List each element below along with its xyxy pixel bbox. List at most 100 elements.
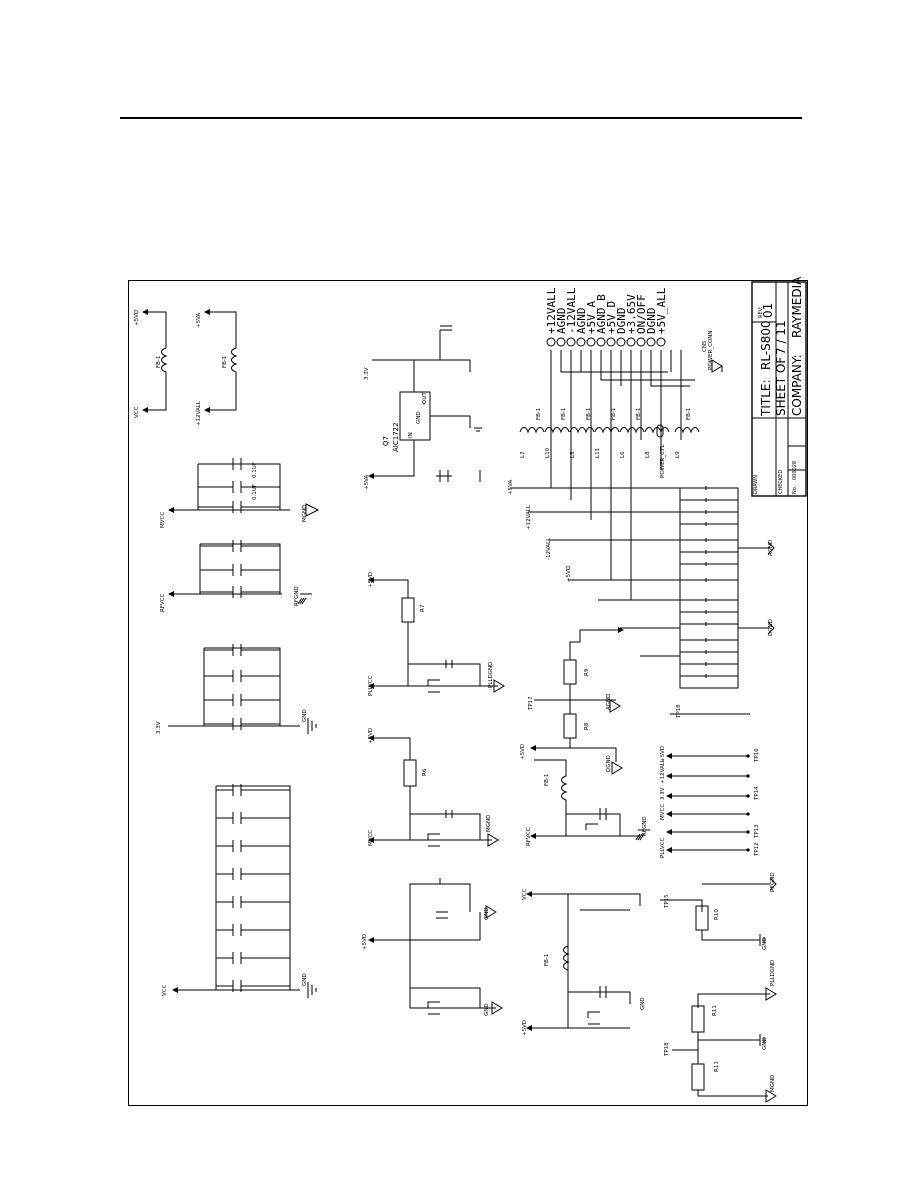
connector-pin-label: AGND_B <box>595 294 608 334</box>
inductor-l5: L5 <box>570 451 576 458</box>
title-label: TITLE: <box>759 379 773 417</box>
net-p5vd-2: +5VD <box>368 572 374 588</box>
res-r8: R8 <box>584 722 590 730</box>
checked-label: CHECKED <box>778 470 784 494</box>
net-rfgnd-2: RFGND <box>642 816 648 836</box>
connector-pin-label: ON/OFF <box>635 294 648 334</box>
rev-value: 01 <box>761 303 775 318</box>
power-connector: +12VALLAGND-12VALLAGND+5V_AAGND_B+5V_DDG… <box>545 287 723 600</box>
sheet-value: 7 / 11 <box>774 320 788 355</box>
tp-p12vall: +12VALL <box>660 758 666 784</box>
inductor-row: L7 L10 L5 L11 L6 L8 POWER_CTL L9 FB-1 FB… <box>519 408 700 478</box>
res-r9: R9 <box>584 668 590 676</box>
fb-label-3: FB-1 <box>586 408 592 420</box>
tp13: TP13 <box>754 824 760 839</box>
connector-part: POWER_CONN <box>708 330 714 370</box>
net-rfgnd-1: RFGND <box>294 586 300 606</box>
connector-pin-label: DGND <box>645 308 658 335</box>
connector-pin <box>656 337 666 347</box>
rfvcc-filter: RFVCC FB-1 RFGND <box>526 759 650 846</box>
regulator-q7: Q7 AIC1722 OUT IN GND 3.3V +5VA <box>364 325 482 490</box>
p5vd-cluster: +5VD GND GND <box>362 878 503 1016</box>
res-r11: R11 <box>714 1061 720 1072</box>
company-label: COMPANY: <box>790 354 804 416</box>
tp-3v3: 3.3V <box>660 787 666 800</box>
connector-pin <box>546 337 556 347</box>
cap-01uf-1: 0.1UF <box>252 462 258 478</box>
connector-pin <box>636 337 646 347</box>
agnd-label: AGND <box>768 540 774 556</box>
connector-pin <box>566 337 576 347</box>
connector-pin <box>616 337 626 347</box>
connector-pin <box>646 337 656 347</box>
net-rfgnd-3: RFGND <box>770 872 776 892</box>
net-mgnd-2: MGND <box>486 815 492 832</box>
net-p5vd-1: +5VD <box>134 310 140 326</box>
test-points: +5VD +12VALL 3.3V MVCC PLLVCC TP16 TP14 … <box>660 704 760 858</box>
dgnd-mid: DGND <box>606 755 612 772</box>
net-mgnd-1: MGND <box>302 505 308 522</box>
net-gnd-2: GND <box>302 973 308 986</box>
pllvcc-filter: PLLVCC +5VD PLLDGND R7 <box>368 572 505 696</box>
bank-capacitor <box>216 840 290 852</box>
net-vcc-3: VCC <box>522 888 528 900</box>
net-rfvcc-2: RFVCC <box>526 827 532 846</box>
vcc-lower-filter: VCC +5VD FB-1 GND <box>522 888 646 1036</box>
net-plldgnd-1: PLLDGND <box>488 662 494 688</box>
regulator-out: OUT <box>422 392 428 404</box>
connector-pin-label: DGND <box>615 308 628 335</box>
net-3v3-1: 3.3V <box>156 721 162 734</box>
net-gnd-5: GND <box>640 997 646 1010</box>
filter-cap-bank: AGND DGND +5VA +12VALL -12VALL +5VD <box>508 479 775 689</box>
connector-pin-label: +5V_ALL <box>655 287 668 334</box>
inductor-l10: L10 <box>545 447 551 458</box>
net-plldgnd-2: PLLDGND <box>770 960 776 986</box>
tp-bottom: TP18 <box>664 1042 670 1057</box>
tp16: TP16 <box>754 748 760 763</box>
title-value: RL-S800 <box>759 320 773 370</box>
mvcc-filter: MVCC +5VD MGND R6 <box>368 728 499 847</box>
net-p5va-reg: +5VA <box>364 474 370 490</box>
bank-capacitor <box>216 952 290 964</box>
connector-ref: CN5 <box>702 340 708 352</box>
header-rule <box>120 117 802 119</box>
regulator-in: IN <box>408 432 414 438</box>
connector-pin <box>576 337 586 347</box>
tp-p5vd: +5VD <box>660 746 666 762</box>
net-p12vall-1: +12VALL <box>196 400 202 426</box>
net-vcc-2: VCC <box>162 984 168 996</box>
net-gnd-7: GND <box>762 1037 768 1050</box>
connector-pin-label: +3.65V <box>625 294 638 334</box>
fb-top-2: FB-1 <box>222 356 228 368</box>
net-3v3-reg: 3.3V <box>364 367 370 380</box>
net-m12vall-bank: -12VALL <box>546 537 552 560</box>
top-left-ferrites: +5VD VCC FB-1 +5VA +12VALL FB-1 <box>134 309 238 426</box>
cap-bank-mvcc: MVCC MGND 0.1UF 0.1UF <box>160 458 320 528</box>
net-p5vd-5: +5VD <box>520 744 526 760</box>
bank-capacitor <box>216 784 290 796</box>
bank-capacitor <box>216 980 290 992</box>
connector-pin <box>606 337 616 347</box>
tp-mvcc: MVCC <box>660 804 666 820</box>
fb-label-2: FB-1 <box>561 408 567 420</box>
drawn-label: DRAWN <box>753 475 759 494</box>
no-label: No. <box>792 485 798 494</box>
rev-label: REV: <box>758 306 764 318</box>
power-ctl-label: POWER_CTL <box>660 444 666 478</box>
net-gnd-6: GND <box>762 937 768 950</box>
sheet-label: SHEET OF <box>774 357 788 416</box>
fb-label-5: FB-1 <box>636 408 642 420</box>
cap-bank-3v3: 3.3V GND <box>156 644 317 734</box>
cap-bank-rfvcc: RFVCC RFGND <box>160 540 312 612</box>
connector-pin <box>556 337 566 347</box>
connector-pin-label: AGND <box>575 308 588 335</box>
bank-capacitor <box>216 924 290 936</box>
net-pllvcc-1: PLLVCC <box>368 676 374 696</box>
tp12: TP12 <box>754 842 760 857</box>
net-p5vd-6: +5VD <box>522 1020 528 1036</box>
connector-pin <box>586 337 596 347</box>
inductor-l9: L9 <box>675 451 681 458</box>
regulator-ref: Q7 <box>382 436 390 446</box>
connector-pin-label: AGND <box>555 308 568 335</box>
